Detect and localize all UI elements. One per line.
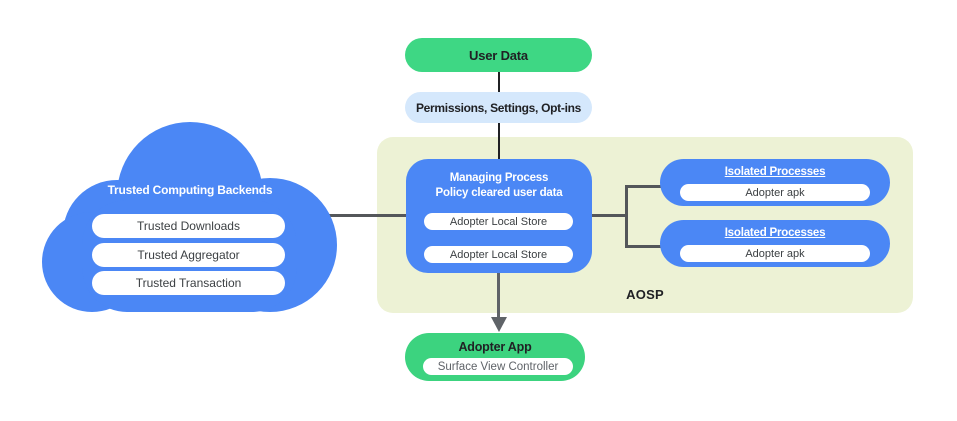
managing-title-line2: Policy cleared user data bbox=[435, 187, 563, 199]
isolated-process-title: Isolated Processes bbox=[724, 227, 826, 239]
branch-bottom-connector bbox=[625, 245, 661, 248]
aosp-label: AOSP bbox=[626, 286, 664, 302]
managing-process-title: Managing Process Policy cleared user dat… bbox=[406, 171, 592, 201]
branch-top-connector bbox=[625, 185, 661, 188]
adopter-apk-pill: Adopter apk bbox=[680, 184, 870, 201]
managing-to-branch-connector bbox=[592, 214, 626, 217]
adopter-local-store-pill: Adopter Local Store bbox=[424, 213, 573, 230]
isolated-process-node: Isolated Processes Adopter apk bbox=[660, 220, 890, 267]
isolated-process-title: Isolated Processes bbox=[724, 166, 826, 178]
adopter-apk-pill: Adopter apk bbox=[680, 245, 870, 262]
trusted-aggregator-pill: Trusted Aggregator bbox=[92, 243, 285, 267]
cloud-title: Trusted Computing Backends bbox=[107, 183, 273, 197]
adopter-app-title: Adopter App bbox=[458, 340, 532, 354]
trusted-downloads-pill: Trusted Downloads bbox=[92, 214, 285, 238]
managing-to-adopter-connector bbox=[497, 273, 500, 319]
trusted-transaction-pill: Trusted Transaction bbox=[92, 271, 285, 295]
surface-view-controller-pill: Surface View Controller bbox=[423, 358, 573, 375]
user-data-node: User Data bbox=[405, 38, 592, 72]
managing-title-line1: Managing Process bbox=[449, 172, 549, 184]
adopter-local-store-pill: Adopter Local Store bbox=[424, 246, 573, 263]
cloud-to-managing-connector bbox=[323, 214, 407, 217]
permissions-node: Permissions, Settings, Opt-ins bbox=[405, 92, 592, 123]
isolated-process-node: Isolated Processes Adopter apk bbox=[660, 159, 890, 206]
branch-vertical-connector bbox=[625, 185, 628, 248]
arrow-down-icon bbox=[491, 317, 507, 332]
